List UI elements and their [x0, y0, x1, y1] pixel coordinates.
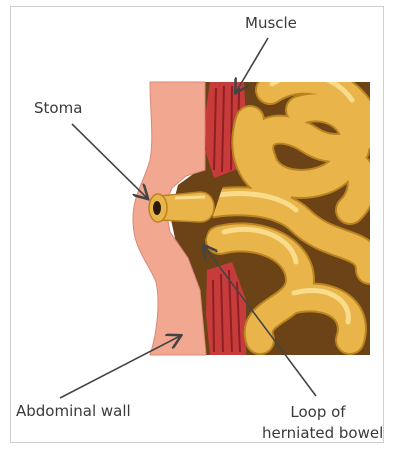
herniated-bowel-label: Loop of herniated bowel: [262, 402, 374, 444]
herniated-bowel-label-line2: herniated bowel: [262, 423, 374, 444]
stoma-arrow: [72, 124, 147, 198]
muscle-label: Muscle: [245, 14, 297, 32]
stoma-label: Stoma: [34, 99, 82, 117]
abdominal-wall-arrow: [60, 336, 180, 398]
stoma-tube: [149, 192, 214, 222]
abdominal-wall-label: Abdominal wall: [16, 402, 131, 420]
herniated-bowel-label-line1: Loop of: [262, 402, 374, 423]
